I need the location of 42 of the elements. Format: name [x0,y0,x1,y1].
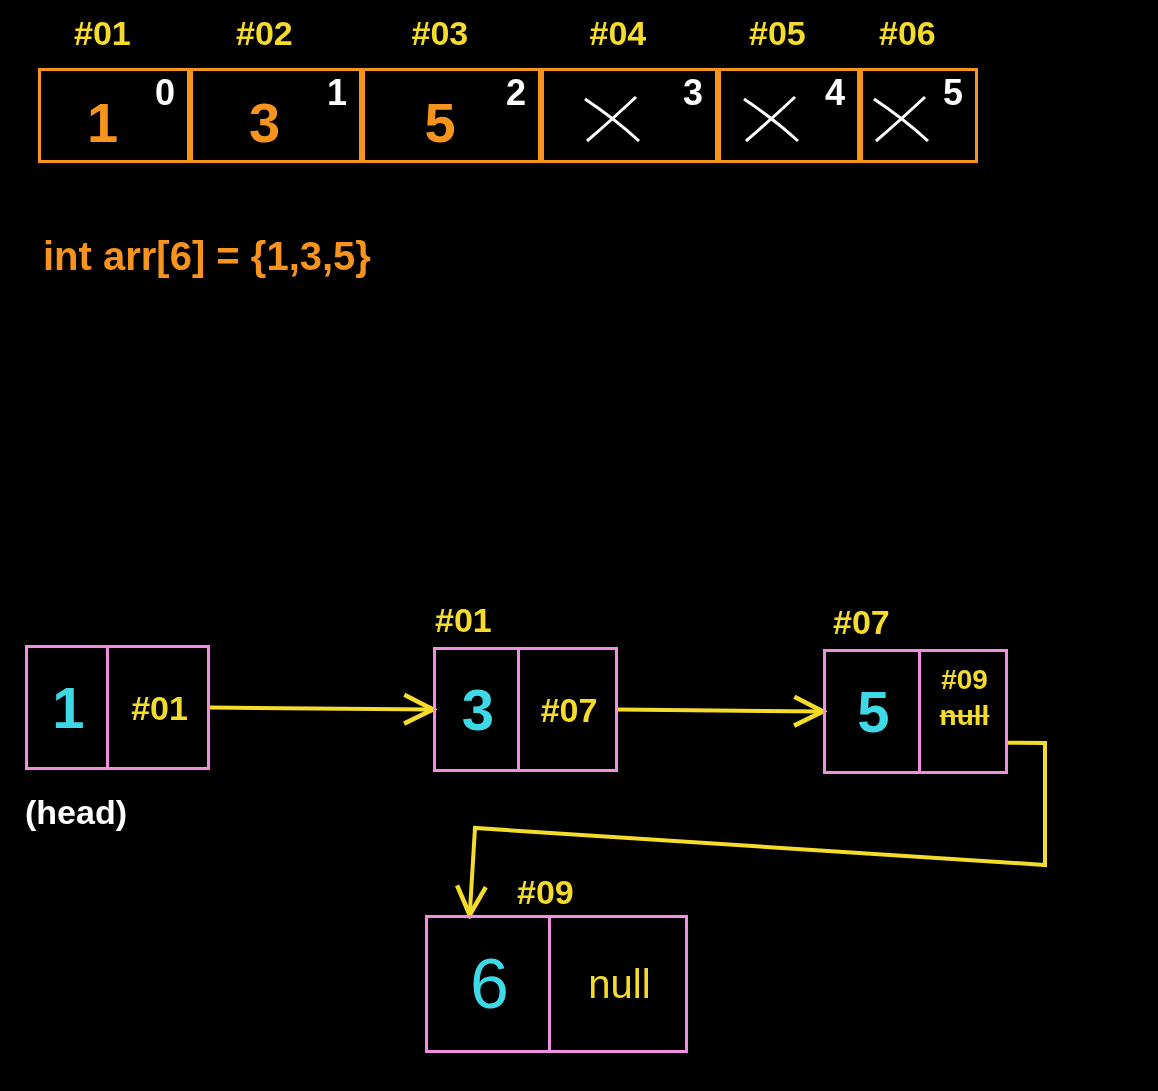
list-node-box [433,647,618,772]
head-label: (head) [25,795,127,829]
array-cell [38,68,190,163]
arrow [617,694,826,728]
address-label: #01 [74,16,131,50]
address-label: #02 [236,16,293,50]
address-text: #09 [940,666,989,694]
value-text: 6 [469,949,510,1019]
list-node-box [25,645,210,770]
address-text: #07 [539,692,599,727]
index-number: 5 [942,75,963,111]
address-label: #09 [517,875,574,909]
value-text: 5 [856,682,891,741]
index-number: 3 [682,75,703,111]
address-label: #01 [435,603,492,637]
index-number: 1 [326,75,347,111]
null-text: null [938,702,991,730]
address-label: #07 [833,605,890,639]
address-label: #05 [749,16,806,50]
list-node-box [823,649,1008,774]
array-cell [860,68,978,163]
value-text: 5 [424,95,456,151]
address-label: #06 [879,16,936,50]
index-number: 4 [824,75,845,111]
array-cell [541,68,718,163]
list-node-box [425,915,688,1053]
index-number: 0 [154,75,175,111]
arrow [454,740,1047,918]
array-cell [362,68,541,163]
address-label: #04 [589,16,647,50]
address-label: #03 [411,16,469,50]
value-text: 3 [249,95,281,151]
arrow [209,692,436,726]
index-number: 2 [505,75,526,111]
code-line: int arr[6] = {1,3,5} [43,236,371,276]
value-text: 1 [87,95,119,151]
array-cell [718,68,860,163]
value-text: 3 [460,680,496,739]
address-text: #01 [130,690,189,725]
array-cell [190,68,362,163]
value-text: 1 [51,678,86,737]
null-text: null [587,964,652,1004]
